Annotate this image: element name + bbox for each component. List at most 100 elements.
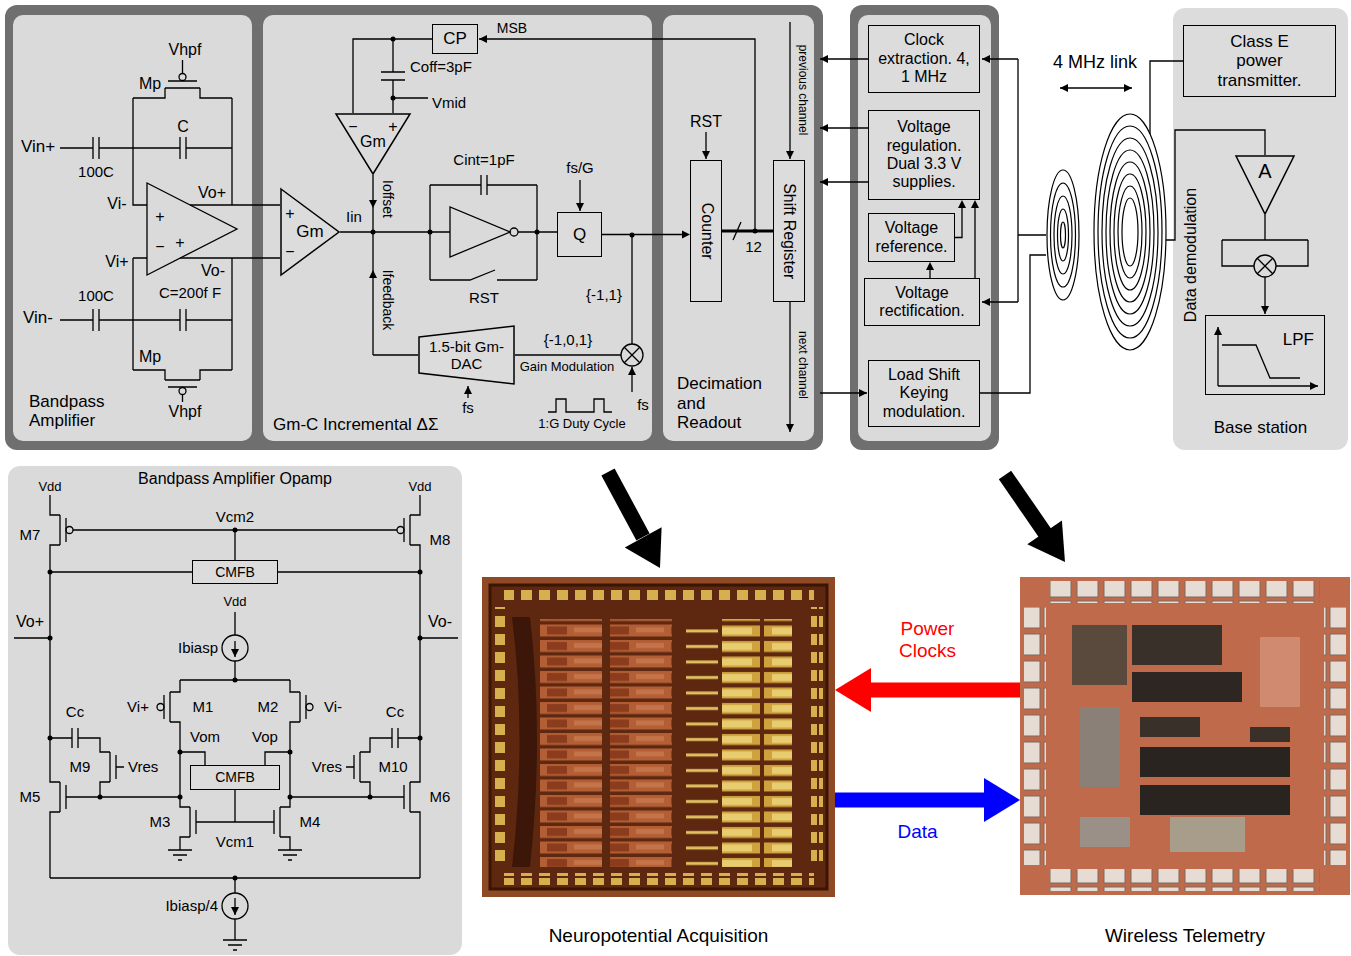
art-rect [722,619,792,867]
art-path [1222,215,1308,266]
edge-label: 12 [745,238,762,255]
panel-caption: Bandpass Amplifier Opamp [8,470,462,488]
signal-label: Ifeedback [380,270,396,331]
art-rect [263,15,652,441]
art-circle [288,750,293,755]
block-box: Shift Register [773,160,805,302]
art-circle [48,736,53,741]
art-path [50,495,60,878]
art-rect [5,5,823,450]
art-g [482,577,835,897]
art-ellipse [1061,222,1066,248]
signal-label: Vo- [428,613,452,631]
signal-label: next channel [795,331,809,399]
panel-region: Gm-C Incremental ΔΣCPGmGmQ1.5-bit Gm-DAC [263,15,652,441]
block-box: CMFB [192,560,278,584]
art-circle [98,795,103,800]
art-ellipse [1051,183,1076,287]
signal-label: fs/G [566,159,594,176]
box-label: CMFB [215,769,255,785]
connector-line [974,207,975,278]
art-g [1020,577,1350,895]
art-rect [504,873,814,885]
box-label: 1.5-bit Gm-DAC [418,338,515,373]
arrow-head [984,778,1020,822]
art-ellipse [1114,174,1146,290]
connector-line [353,39,432,113]
signal-label: M5 [20,788,41,805]
art-g [48,528,423,881]
signal-label: − [285,243,294,261]
signal-label: Vop [252,728,278,745]
art-path [50,878,420,950]
art-circle [621,344,643,366]
connector [955,200,966,238]
art-path [180,205,280,258]
art-path [60,137,133,159]
box-label: Gm [296,222,323,242]
art-rect [490,585,827,889]
art-path [1218,385,1318,386]
arrow-head [682,231,690,239]
art-circle [371,230,376,235]
signal-label: Vcm2 [216,508,254,525]
art-g [14,495,458,950]
art-circle [233,528,238,533]
signal-label: 100C [78,287,114,304]
art-circle [1254,255,1276,277]
art-path [430,270,537,280]
art-path [133,137,232,159]
signal-label: Vi+ [105,253,128,271]
art-path [430,175,537,280]
signal-label: Cc [386,703,404,720]
art-circle [66,527,73,534]
block-box: Voltage rectification. [864,278,980,326]
art-g [1047,114,1166,350]
art-rect [1173,8,1348,450]
art-ellipse [1058,209,1069,261]
panel-caption: Base station [1173,418,1348,438]
art-path [369,270,377,278]
signal-label: M10 [378,758,407,775]
art-rect [663,15,814,441]
art-path [624,347,640,363]
art-circle [233,678,238,683]
shape-polygon [336,114,410,174]
art-circle [397,527,404,534]
shape-polygon [419,326,514,384]
signal-label: − [348,118,357,136]
shape-block: A [1235,155,1295,215]
art-path [133,370,232,402]
signal-label: Vi- [324,698,342,715]
connector [722,231,773,232]
box-label: Counter [697,203,715,260]
art-ellipse [1118,186,1142,278]
panel-region: Wireless Telemetry [1020,577,1350,895]
art-path [579,180,580,211]
connector [602,231,690,239]
block-box: Q [557,212,602,257]
art-path [980,255,1046,393]
art-rect [8,466,462,955]
signal-label: Vin- [23,308,53,328]
art-path [1222,345,1300,378]
signal-label: M6 [430,788,451,805]
box-label: Shift Register [780,183,798,279]
signal-label: MSB [497,20,527,36]
art-circle [418,636,423,641]
art-circle [418,736,423,741]
signal-label: Vo- [201,262,225,280]
art-path [1257,258,1273,274]
art-path [705,132,706,159]
art-path [133,309,232,331]
edge-label: Power Clocks [888,618,968,662]
panel-region: Neuropotential Acquisition [482,577,835,897]
art-path [133,258,232,370]
art-rect [1080,817,1130,847]
art-path [234,641,235,657]
signal-label: M3 [150,813,171,830]
shape-polygon [1236,156,1294,214]
panel-caption: Gm-C Incremental ΔΣ [273,415,438,435]
signal-label: M4 [300,813,321,830]
art-ellipse [1110,162,1150,302]
